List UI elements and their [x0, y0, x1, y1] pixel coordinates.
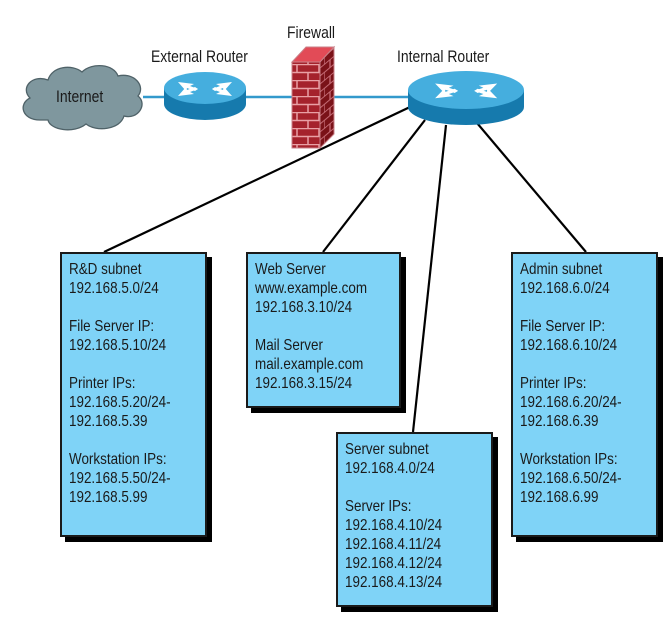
- external-router-label: External Router: [151, 47, 248, 66]
- box-value: 192.168.4.13/24: [345, 574, 443, 591]
- box-value: 192.168.6.39: [520, 413, 599, 430]
- link-internal-router-server-subnet: [411, 124, 448, 433]
- box-value: 192.168.6.0/24: [520, 280, 610, 297]
- spacer: [520, 355, 656, 374]
- box-heading: Printer IPs:: [520, 375, 587, 392]
- box-value: 192.168.6.99: [520, 489, 599, 506]
- box-value: 192.168.4.0/24: [345, 460, 435, 477]
- link-internal-router-dmz-servers: [322, 119, 426, 253]
- spacer: [520, 298, 656, 317]
- box-heading: Mail Server: [255, 337, 323, 354]
- spacer: [255, 317, 399, 336]
- box-heading: Server IPs:: [345, 498, 412, 515]
- link-internal-router-admin-subnet: [476, 122, 587, 253]
- box-heading: Workstation IPs:: [520, 451, 618, 468]
- router-icon: [408, 71, 524, 125]
- box-value: 192.168.5.20/24-: [69, 394, 171, 411]
- router-icon: [164, 72, 246, 120]
- box-value: 192.168.5.99: [69, 489, 148, 506]
- dmz-servers-box: Web Server www.example.com 192.168.3.10/24…: [246, 252, 401, 408]
- box-value: 192.168.5.50/24-: [69, 470, 171, 487]
- box-heading: Printer IPs:: [69, 375, 136, 392]
- spacer: [520, 431, 656, 450]
- spacer: [345, 478, 491, 497]
- box-heading: R&D subnet: [69, 261, 142, 278]
- spacer: [69, 355, 205, 374]
- box-value: www.example.com: [255, 280, 368, 297]
- spacer: [69, 431, 205, 450]
- box-heading: Web Server: [255, 261, 326, 278]
- box-value: 192.168.6.10/24: [520, 337, 618, 354]
- internet-label: Internet: [56, 87, 104, 106]
- cloud-icon: [22, 65, 143, 131]
- box-value: 192.168.3.15/24: [255, 375, 353, 392]
- box-heading: File Server IP:: [69, 318, 155, 335]
- box-value: 192.168.5.0/24: [69, 280, 159, 297]
- box-heading: Admin subnet: [520, 261, 603, 278]
- box-value: 192.168.5.10/24: [69, 337, 167, 354]
- box-heading: Workstation IPs:: [69, 451, 167, 468]
- link-internal-router-rd-subnet: [103, 106, 411, 253]
- box-value: 192.168.6.50/24-: [520, 470, 622, 487]
- box-value: 192.168.4.10/24: [345, 517, 443, 534]
- box-value: mail.example.com: [255, 356, 364, 373]
- box-value: 192.168.3.10/24: [255, 299, 353, 316]
- box-value: 192.168.4.12/24: [345, 555, 443, 572]
- spacer: [69, 298, 205, 317]
- box-value: 192.168.5.39: [69, 413, 148, 430]
- firewall-icon: [290, 45, 336, 150]
- box-value: 192.168.6.20/24-: [520, 394, 622, 411]
- box-value: 192.168.4.11/24: [345, 536, 442, 553]
- internal-router-label: Internal Router: [397, 47, 490, 66]
- box-heading: File Server IP:: [520, 318, 606, 335]
- lan-links: [103, 106, 587, 433]
- box-heading: Server subnet: [345, 441, 429, 458]
- firewall-label: Firewall: [287, 23, 336, 42]
